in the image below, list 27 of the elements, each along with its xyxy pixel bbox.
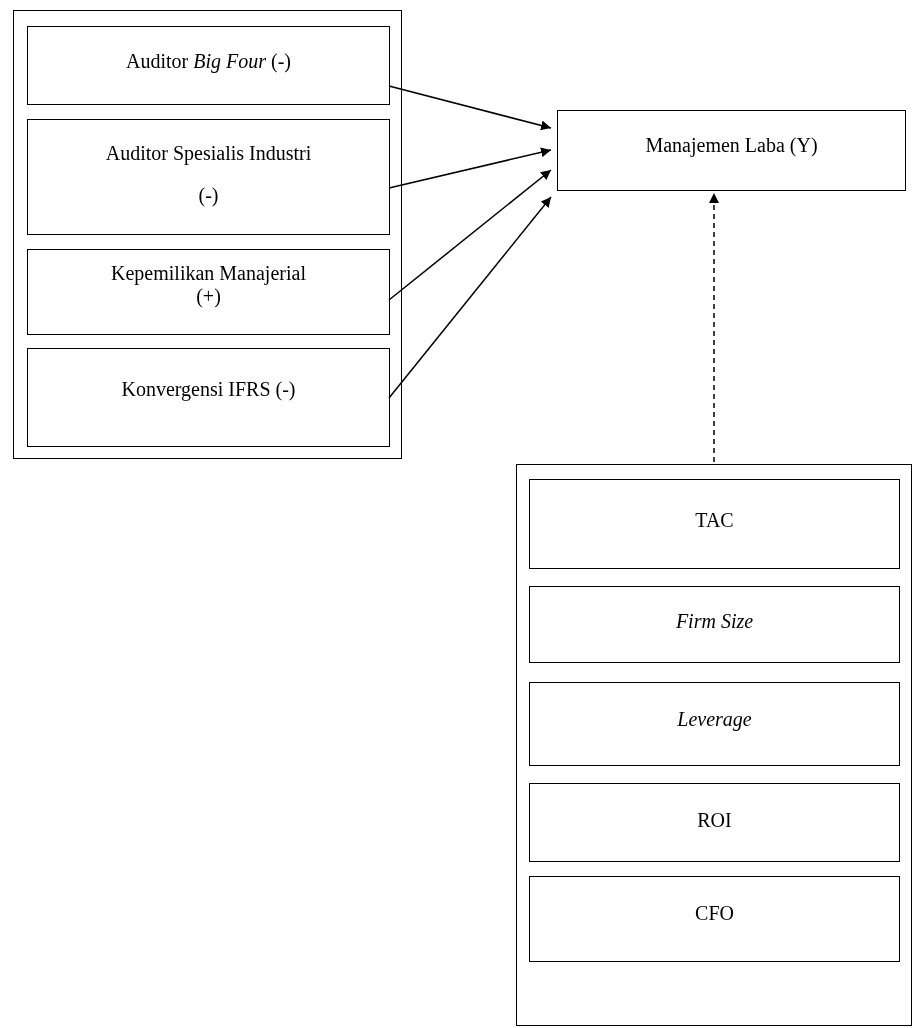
variable-label: Auditor Spesialis Industri (-): [104, 141, 313, 209]
variable-label: Leverage: [676, 707, 753, 731]
variable-label: TAC: [694, 508, 735, 532]
variable-box: [557, 110, 906, 191]
variable-box: [529, 876, 900, 962]
variable-box: [27, 26, 390, 105]
group-box: [13, 10, 402, 459]
arrow: [709, 192, 719, 463]
variable-box: [27, 249, 390, 335]
variable-label: Kepemilikan Manajerial (+): [110, 262, 307, 308]
variable-box: [529, 479, 900, 569]
variable-box: [27, 119, 390, 235]
variable-label: Auditor Big Four (-): [125, 49, 292, 73]
variable-box: [529, 783, 900, 862]
variable-box: [529, 586, 900, 663]
variable-label: Manajemen Laba (Y): [644, 133, 819, 157]
arrow: [388, 196, 552, 399]
variable-label: ROI: [696, 808, 733, 832]
arrow: [388, 147, 552, 189]
variable-label: Konvergensi IFRS (-): [120, 377, 297, 401]
variable-box: [27, 348, 390, 447]
variable-box: [529, 682, 900, 766]
group-box: [516, 464, 912, 1026]
arrow: [388, 169, 552, 301]
variable-label: Firm Size: [674, 609, 755, 633]
arrow: [388, 85, 552, 131]
variable-label: CFO: [694, 901, 735, 925]
